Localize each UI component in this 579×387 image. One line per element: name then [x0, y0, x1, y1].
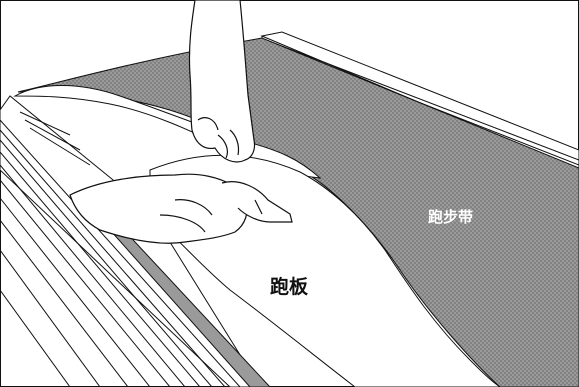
hand-squeezing-lubricant-bottle-icon: [69, 173, 293, 244]
hand-holding-belt-icon: [188, 0, 256, 163]
left-side-rail: [0, 95, 271, 387]
deck-label: 跑板: [270, 276, 309, 298]
belt-label: 跑步带: [428, 208, 474, 226]
